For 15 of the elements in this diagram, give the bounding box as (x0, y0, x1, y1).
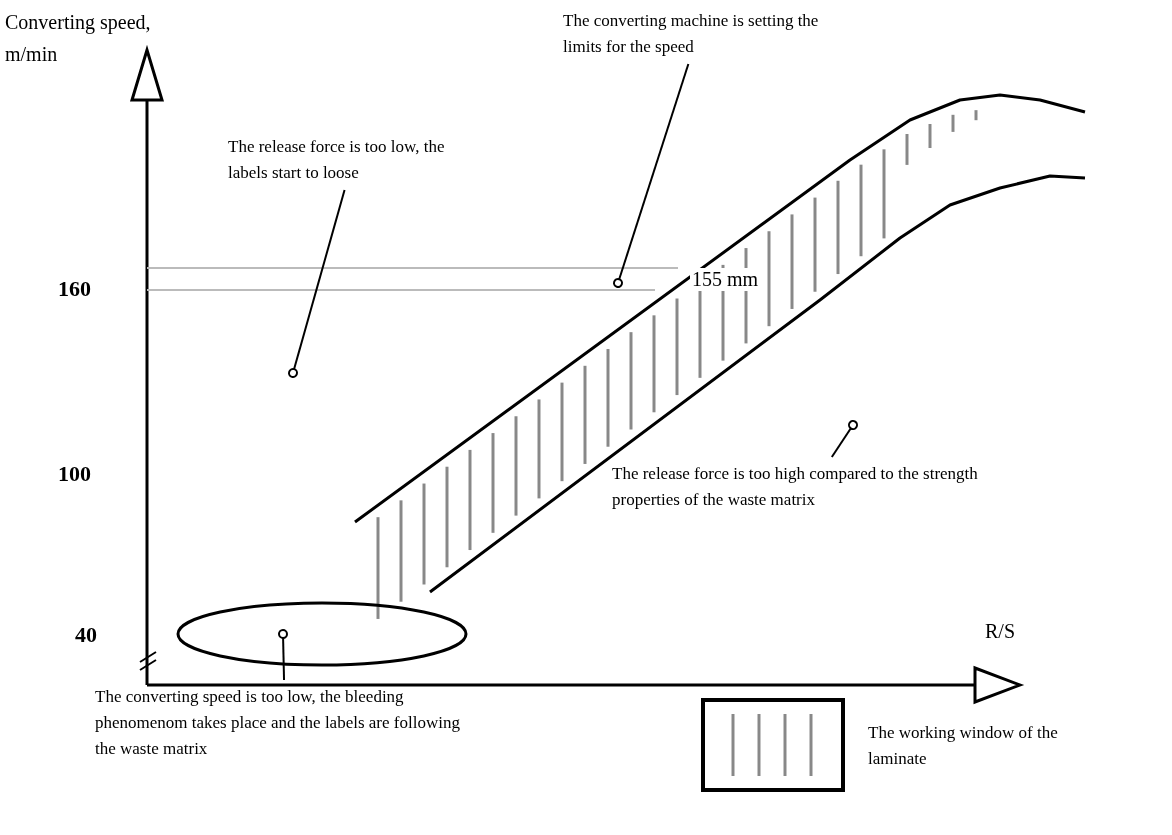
axis-title: R/S (985, 620, 1016, 643)
leader-line (288, 189, 346, 378)
leader-line (278, 629, 288, 681)
leader-line (613, 63, 690, 288)
dimension-label: 155 mm (690, 268, 761, 291)
leader-line (830, 420, 858, 458)
annotation-text: The release force is too high compared to the strength properties of the waste matrix (612, 461, 1012, 513)
axis-title: Converting speed, m/min (5, 10, 152, 67)
annotation-text: The converting machine is setting the limits for the speed (563, 8, 833, 60)
annotation-text: The release force is too low, the labels start to loose (228, 134, 478, 186)
legend-text: The working window of the laminate (868, 722, 1059, 770)
tick-label: 100 (58, 461, 91, 487)
tick-label: 160 (58, 276, 91, 302)
annotation-text: The converting speed is too low, the bleeding phenomenom takes place and the labels are following the waste matrix (95, 684, 475, 762)
tick-label: 40 (75, 622, 97, 648)
